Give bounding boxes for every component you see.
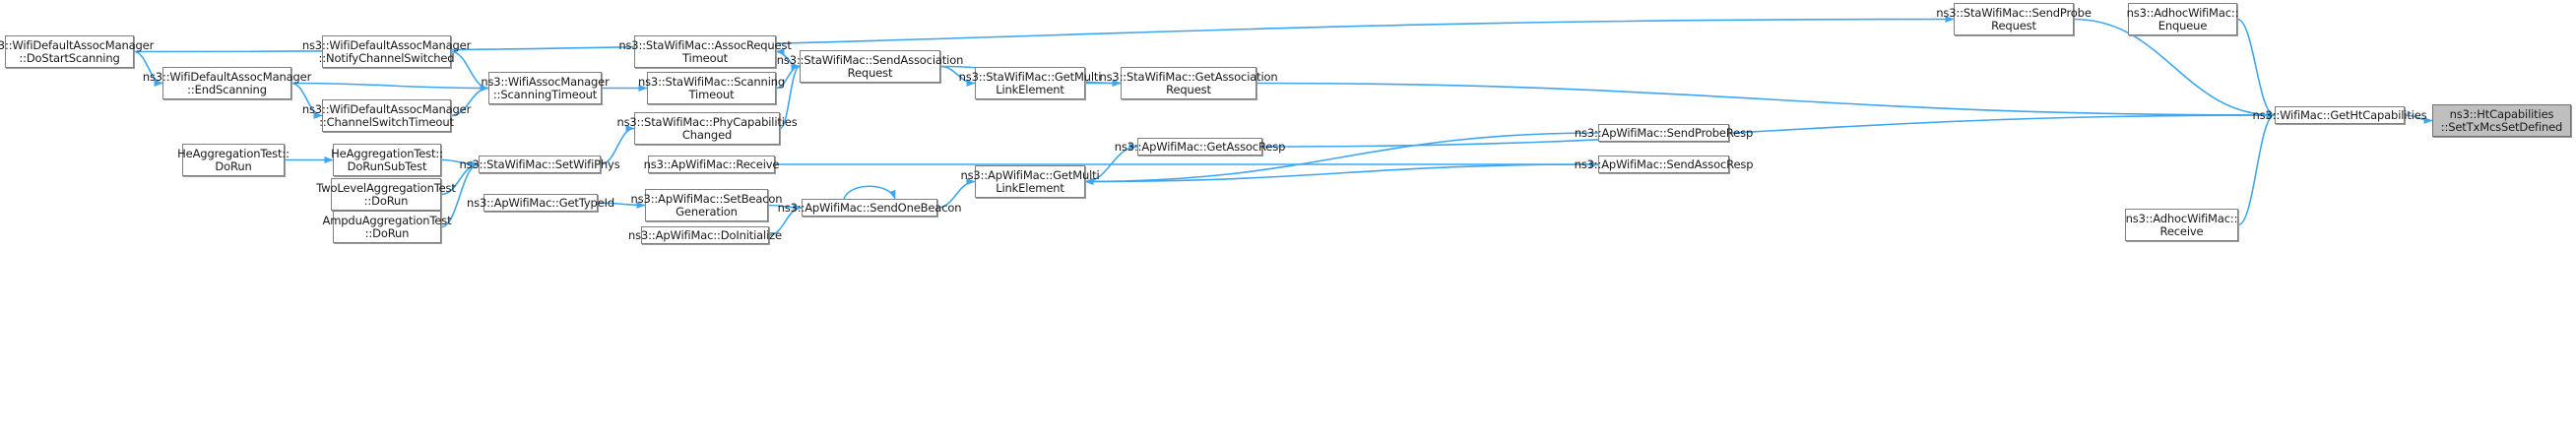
graph-node[interactable]: ns3::StaWifiMac::SendAssociation Request [777,50,963,83]
graph-node[interactable]: ns3::ApWifiMac::SendOneBeacon [778,199,962,217]
graph-edge [290,82,489,92]
graph-edge [1084,163,1599,185]
graph-node[interactable]: ns3::StaWifiMac::Scanning Timeout [638,72,785,104]
graph-node[interactable]: ns3::WifiMac::GetHtCapabilities [2252,106,2427,124]
graph-node[interactable]: ns3::StaWifiMac::SetWifiPhys [459,156,620,173]
graph-node[interactable]: ns3::ApWifiMac::DoInitialize [628,226,782,244]
graph-node[interactable]: ns3::WifiDefaultAssocManager ::DoStartSc… [0,35,154,68]
graph-node[interactable]: ns3::AdhocWifiMac:: Receive [2125,209,2238,241]
graph-node[interactable]: ns3::ApWifiMac::SetBeacon Generation [631,189,783,221]
graph-node[interactable]: ns3::ApWifiMac::SendAssocResp [1575,156,1754,173]
graph-node[interactable]: AmpduAggregationTest ::DoRun [323,211,452,243]
graph-node[interactable]: ns3::AdhocWifiMac:: Enqueue [2127,3,2239,35]
graph-node[interactable]: ns3::ApWifiMac::SendProbeResp [1575,124,1753,142]
graph-node[interactable]: ns3::WifiDefaultAssocManager ::ChannelSw… [302,99,471,132]
graph-node[interactable]: ns3::ApWifiMac::Receive [644,156,779,173]
graph-node[interactable]: ns3::ApWifiMac::GetTypeId [467,194,614,212]
graph-edge [1261,111,2276,148]
graph-node[interactable]: ns3::ApWifiMac::GetMulti LinkElement [960,165,1100,198]
graph-node[interactable]: ns3::ApWifiMac::GetAssocResp [1115,138,1285,156]
graph-edge [1256,82,2276,119]
graph-node[interactable]: HeAggregationTest:: DoRunSubTest [331,144,443,176]
graph-node[interactable]: ns3::StaWifiMac::PhyCapabilities Changed [616,112,798,145]
graph-edge [2237,111,2276,226]
graph-node[interactable]: ns3::WifiDefaultAssocManager ::NotifyCha… [302,35,471,68]
graph-edge [2236,18,2276,119]
graph-node[interactable]: ns3::StaWifiMac::AssocRequest Timeout [618,35,792,68]
graph-node[interactable]: ns3::StaWifiMac::SendProbe Request [1936,3,2092,35]
graph-node[interactable]: HeAggregationTest:: DoRun [177,144,290,176]
graph-node[interactable]: ns3::HtCapabilities ::SetTxMcsSetDefined [2432,104,2571,137]
graph-node[interactable]: ns3::StaWifiMac::GetAssociation Request [1099,67,1278,99]
graph-node[interactable]: ns3::WifiDefaultAssocManager ::EndScanni… [143,67,311,99]
graph-edge [843,185,896,200]
graph-node[interactable]: ns3::WifiAssocManager ::ScanningTimeout [481,72,610,104]
graph-node[interactable]: ns3::StaWifiMac::GetMulti LinkElement [959,67,1101,99]
graph-node[interactable]: TwoLevelAggregationTest ::DoRun [316,178,456,211]
